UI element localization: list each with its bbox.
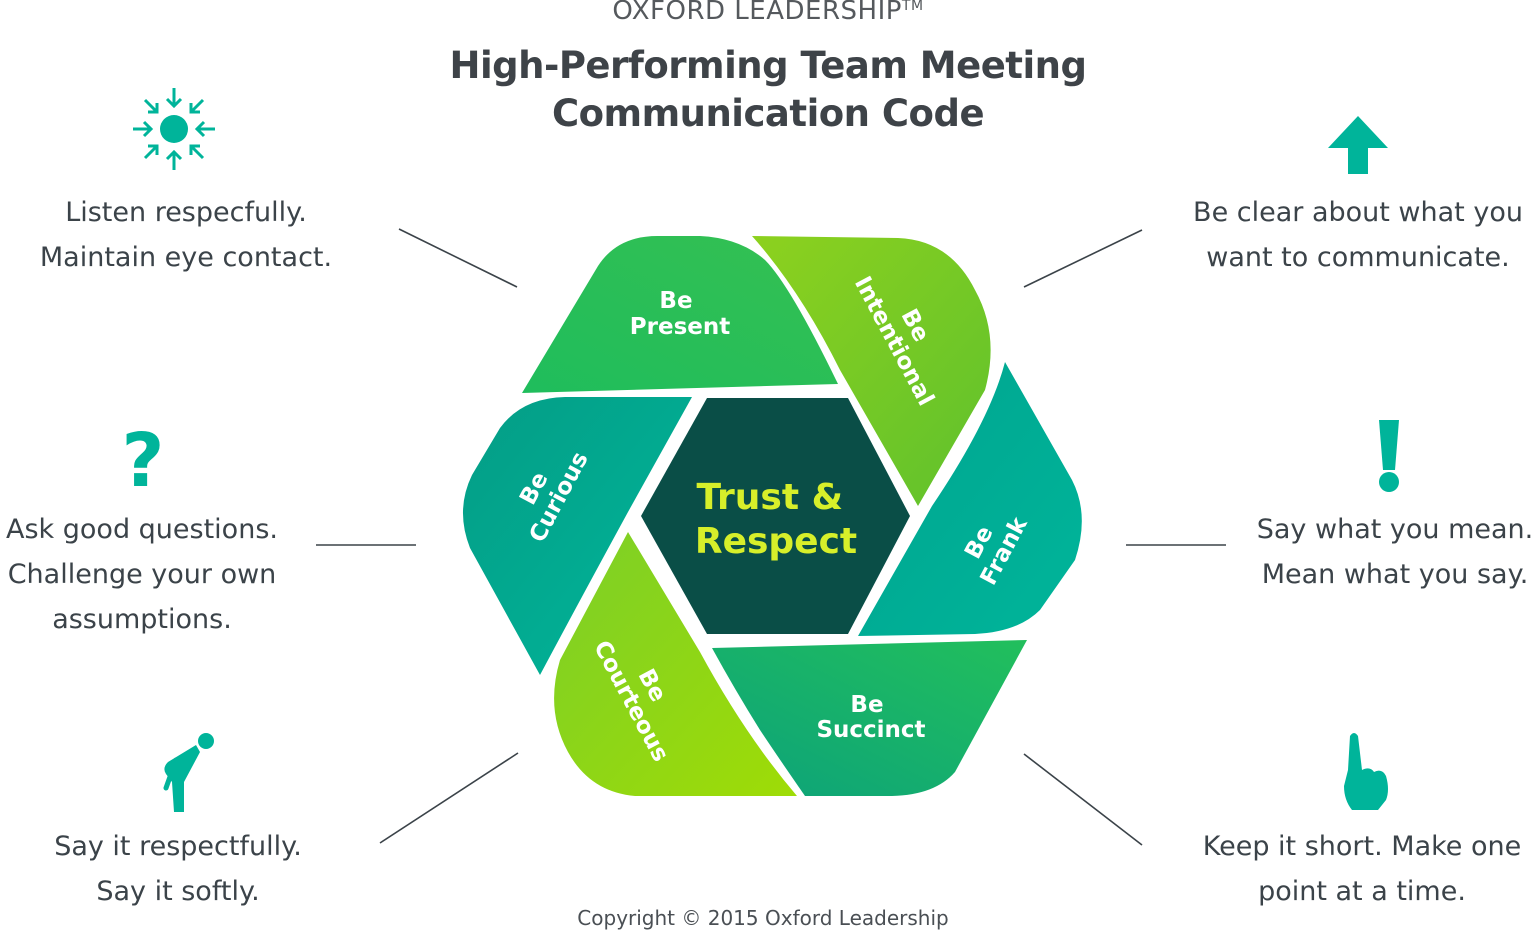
- label-be-succinct: Be Succinct: [816, 692, 925, 743]
- note-clear: Be clear about what you want to communic…: [1186, 190, 1530, 280]
- copyright: Copyright © 2015 Oxford Leadership: [577, 906, 949, 930]
- note-mean: Say what you mean. Mean what you say.: [1254, 507, 1536, 597]
- note-line: Maintain eye contact.: [39, 242, 333, 273]
- focus-arrows-icon: [133, 88, 215, 170]
- note-line: Be clear about what you: [1193, 197, 1523, 228]
- note-line: want to communicate.: [1206, 242, 1510, 273]
- title-line-2: Communication Code: [551, 92, 985, 135]
- connector-line: [398, 228, 518, 288]
- pointing-finger-icon: [1344, 733, 1388, 810]
- title-line-1: High-Performing Team Meeting: [449, 44, 1087, 87]
- note-line: Challenge your own: [7, 559, 277, 590]
- note-line: Listen respecfully.: [65, 197, 307, 228]
- connector-line: [1023, 753, 1143, 846]
- page-title: High-Performing Team Meeting Communicati…: [0, 42, 1536, 138]
- trademark-mark: TM: [901, 0, 924, 14]
- note-short: Keep it short. Make one point at a time.: [1188, 824, 1536, 914]
- segment-be-courteous: [554, 532, 797, 796]
- connector-lines: [316, 228, 1226, 846]
- note-line: Mean what you say.: [1261, 559, 1529, 590]
- segment-be-frank: [858, 362, 1082, 636]
- note-line: assumptions.: [52, 604, 232, 635]
- brand-text: OXFORD LEADERSHIP: [612, 0, 902, 26]
- arrow-up-icon: [1328, 116, 1388, 174]
- note-respectfully: Say it respectfully. Say it softly.: [40, 824, 316, 914]
- note-line: point at a time.: [1258, 876, 1466, 907]
- center-label: Trust & Respect: [695, 477, 857, 562]
- note-questions: Ask good questions. Challenge your own a…: [0, 507, 284, 642]
- brand-name: OXFORD LEADERSHIPTM: [0, 0, 1536, 26]
- note-listen: Listen respecfully. Maintain eye contact…: [30, 190, 342, 280]
- exclamation-mark-icon: [1379, 420, 1399, 492]
- segment-be-succinct: [712, 640, 1027, 796]
- note-line: Say what you mean.: [1256, 514, 1534, 545]
- segment-be-curious: [462, 397, 692, 675]
- bowing-person-icon: [163, 733, 214, 812]
- connector-line: [1023, 229, 1143, 288]
- question-mark-icon: ?: [122, 418, 165, 504]
- segment-be-present: [522, 235, 838, 393]
- center-hexagon: [641, 398, 910, 634]
- segment-be-intentional: [752, 236, 991, 506]
- note-line: Say it respectfully.: [54, 831, 302, 862]
- note-line: Say it softly.: [96, 876, 260, 907]
- connector-line: [379, 752, 519, 844]
- note-line: Ask good questions.: [6, 514, 278, 545]
- note-line: Keep it short. Make one: [1202, 831, 1522, 862]
- label-be-present: Be Present: [630, 288, 730, 340]
